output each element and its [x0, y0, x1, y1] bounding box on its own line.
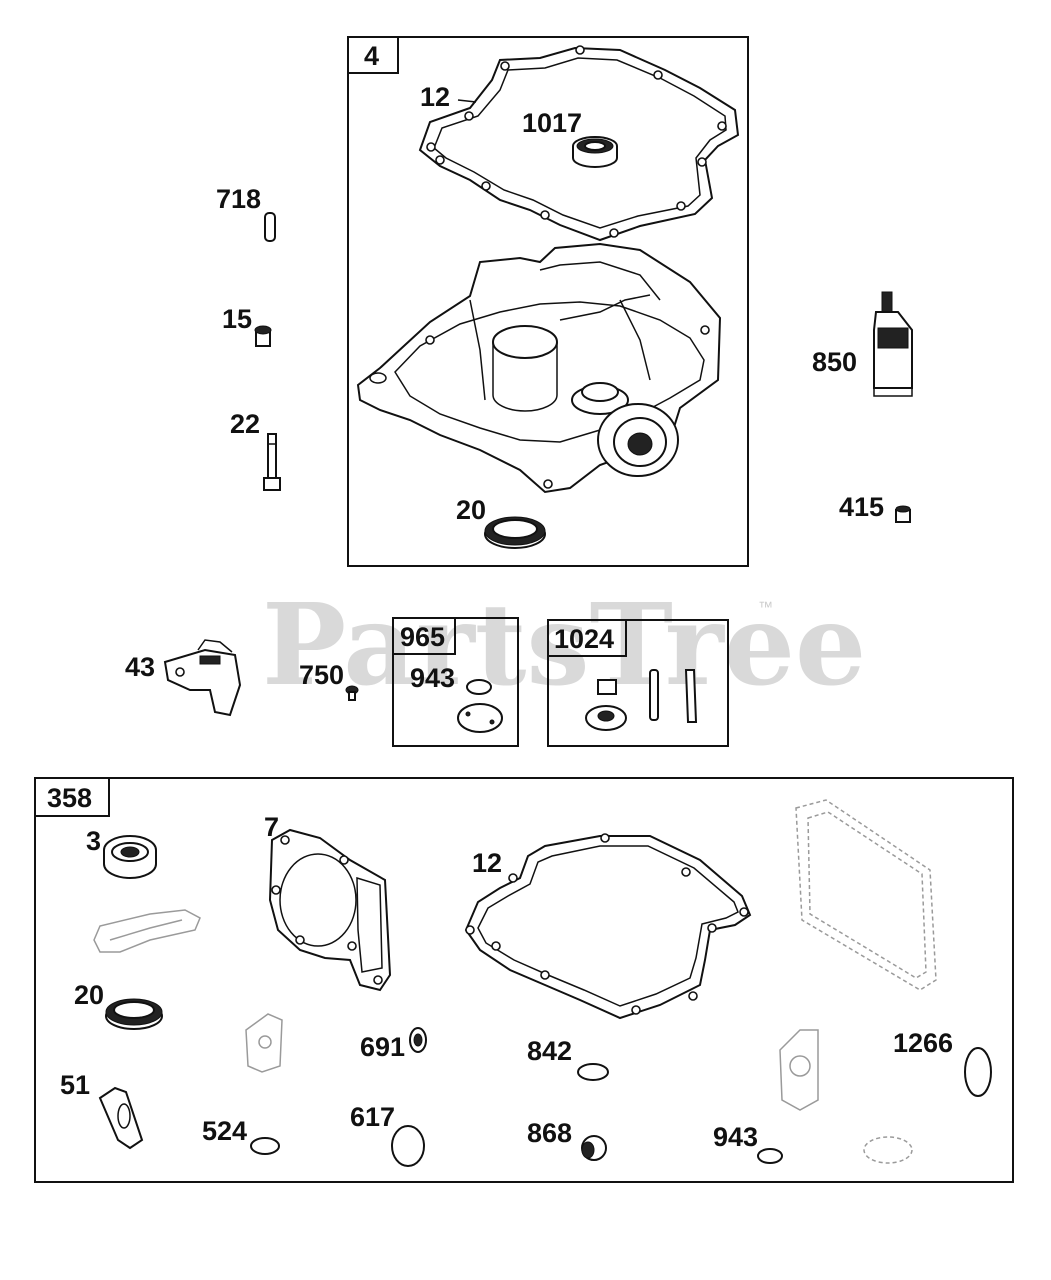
part-15-plug[interactable]	[254, 325, 272, 347]
callout-850: 850	[812, 347, 857, 377]
callout-15: 15	[222, 304, 252, 334]
kit-box-358[interactable]: 358	[34, 777, 1014, 1183]
kit-box-4-label: 4	[364, 41, 379, 71]
callout-1266: 1266	[893, 1028, 953, 1058]
callout-7: 7	[264, 812, 279, 842]
part-415-plug[interactable]	[895, 505, 911, 523]
part-750-screw[interactable]	[345, 685, 359, 701]
part-718-dowel[interactable]	[264, 212, 276, 242]
ghost-gasket-intake	[93, 909, 201, 953]
callout-617: 617	[350, 1102, 395, 1132]
part-1266-oring[interactable]	[964, 1047, 992, 1097]
callout-842: 842	[527, 1036, 572, 1066]
kit-box-358-label: 358	[47, 783, 92, 813]
sump-housing[interactable]	[356, 242, 722, 494]
callout-943-bottom: 943	[713, 1122, 758, 1152]
callout-943-kit: 943	[410, 663, 455, 693]
ghost-gasket-carb	[245, 1013, 283, 1073]
kit-box-1024-label: 1024	[554, 624, 614, 654]
gasket-12-top[interactable]	[418, 45, 740, 242]
part-617-oring[interactable]	[391, 1125, 425, 1167]
ghost-gasket-valve-cover	[795, 799, 937, 991]
part-524-oring[interactable]	[250, 1137, 280, 1155]
part-1024-oil-pump[interactable]	[585, 669, 698, 731]
part-22-bolt[interactable]	[263, 433, 281, 491]
kit-box-4[interactable]: 4	[347, 36, 749, 567]
callout-415: 415	[839, 492, 884, 522]
watermark-trademark: ™	[758, 599, 773, 616]
callout-868: 868	[527, 1118, 572, 1148]
part-7-head-gasket[interactable]	[268, 828, 392, 992]
ghost-gasket-exhaust	[779, 1029, 819, 1111]
callout-20-kit: 20	[74, 980, 104, 1010]
part-12-kit-gasket[interactable]	[464, 833, 752, 1020]
kit-box-965-label: 965	[400, 622, 445, 652]
part-51-gasket[interactable]	[98, 1086, 144, 1150]
callout-22: 22	[230, 409, 260, 439]
kit-box-965[interactable]: 965	[392, 617, 519, 747]
callout-718: 718	[216, 184, 261, 214]
part-965-cover-plate[interactable]	[457, 703, 503, 733]
callout-3: 3	[86, 826, 101, 856]
part-868-fitting[interactable]	[581, 1135, 607, 1161]
part-943-bottom-oring[interactable]	[757, 1148, 783, 1164]
callout-20-top: 20	[456, 495, 486, 525]
callout-1017: 1017	[522, 108, 582, 138]
callout-524: 524	[202, 1116, 247, 1146]
callout-43: 43	[125, 652, 155, 682]
part-20-kit-seal[interactable]	[105, 998, 163, 1030]
part-850-sealant-tube[interactable]	[873, 291, 913, 397]
part-1017-seal[interactable]	[572, 136, 618, 168]
part-691-bushing[interactable]	[409, 1027, 427, 1053]
callout-12-kit: 12	[472, 848, 502, 878]
part-842-oring[interactable]	[577, 1063, 609, 1081]
callout-12-top: 12	[420, 82, 450, 112]
leader-12-top	[457, 99, 477, 103]
ghost-oring	[863, 1136, 913, 1164]
watermark-text: PartsTree	[262, 580, 866, 711]
seal-20-top[interactable]	[484, 516, 546, 549]
part-943-kit-oring[interactable]	[466, 679, 492, 695]
callout-51: 51	[60, 1070, 90, 1100]
kit-box-1024[interactable]: 1024	[547, 619, 729, 747]
part-43-governor-bracket[interactable]	[163, 639, 242, 717]
part-3-seal[interactable]	[103, 835, 157, 879]
callout-750: 750	[299, 660, 344, 690]
callout-691: 691	[360, 1032, 405, 1062]
